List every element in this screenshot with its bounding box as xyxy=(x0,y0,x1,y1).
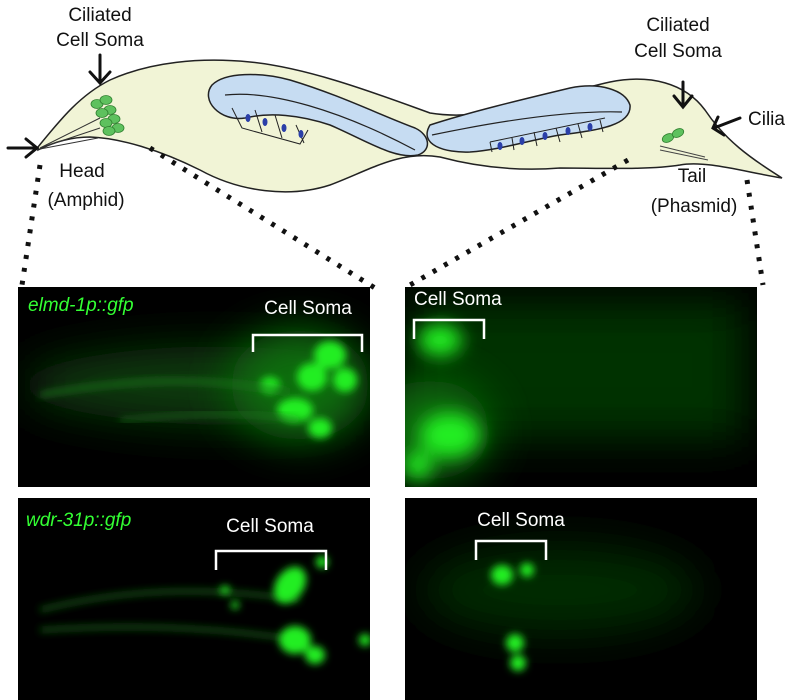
gut-cells-posterior xyxy=(489,117,606,153)
gene-label-top-left: elmd-1p::gfp xyxy=(28,295,134,316)
label-cilia: Cilia xyxy=(748,109,785,130)
gut-posterior-lumen xyxy=(431,111,623,136)
bracket-label-top-right: Cell Soma xyxy=(414,289,502,310)
arrow-head-soma xyxy=(88,53,112,86)
panel-top-right: Cell Soma xyxy=(405,287,757,487)
panel-top-left: elmd-1p::gfp Cell Soma xyxy=(18,287,370,487)
bracket-label-top-left: Cell Soma xyxy=(264,298,352,319)
worm-schematic xyxy=(37,59,783,193)
gene-label-bottom-left: wdr-31p::gfp xyxy=(26,510,131,531)
tail-lines xyxy=(659,145,709,161)
arrow-cilia xyxy=(711,115,742,137)
label-head: Head xyxy=(59,161,104,182)
gut-anterior xyxy=(207,73,429,157)
gut-cells-anterior xyxy=(231,107,309,145)
panel-bottom-left: wdr-31p::gfp Cell Soma xyxy=(18,498,370,700)
bracket-label-bottom-right: Cell Soma xyxy=(477,510,565,531)
label-tail-soma: Ciliated xyxy=(646,15,709,36)
bracket-label-bottom-left: Cell Soma xyxy=(226,516,314,537)
label-head-soma-2: Cell Soma xyxy=(56,30,144,51)
bracket-bottom-left xyxy=(214,549,328,570)
pharynx xyxy=(39,117,101,150)
arrow-tail-soma xyxy=(672,80,694,110)
bracket-bottom-right xyxy=(474,539,548,560)
arrows xyxy=(6,53,742,159)
bracket-top-right xyxy=(412,318,486,339)
gut-posterior xyxy=(426,85,631,153)
zoom-lines xyxy=(19,145,766,291)
label-head-soma: Ciliated xyxy=(68,5,131,26)
arrow-head-tip xyxy=(6,137,40,159)
label-tail: Tail xyxy=(678,166,707,187)
label-tail-soma-2: Cell Soma xyxy=(634,41,722,62)
head-neurons xyxy=(90,95,125,136)
label-tail-2: (Phasmid) xyxy=(651,196,738,217)
gut-nuclei xyxy=(245,114,593,150)
gut-anterior-lumen xyxy=(224,93,416,151)
panel-bottom-right: Cell Soma xyxy=(405,498,757,700)
label-head-2: (Amphid) xyxy=(47,190,124,211)
tail-neurons xyxy=(661,128,685,143)
bracket-top-left xyxy=(251,333,364,352)
